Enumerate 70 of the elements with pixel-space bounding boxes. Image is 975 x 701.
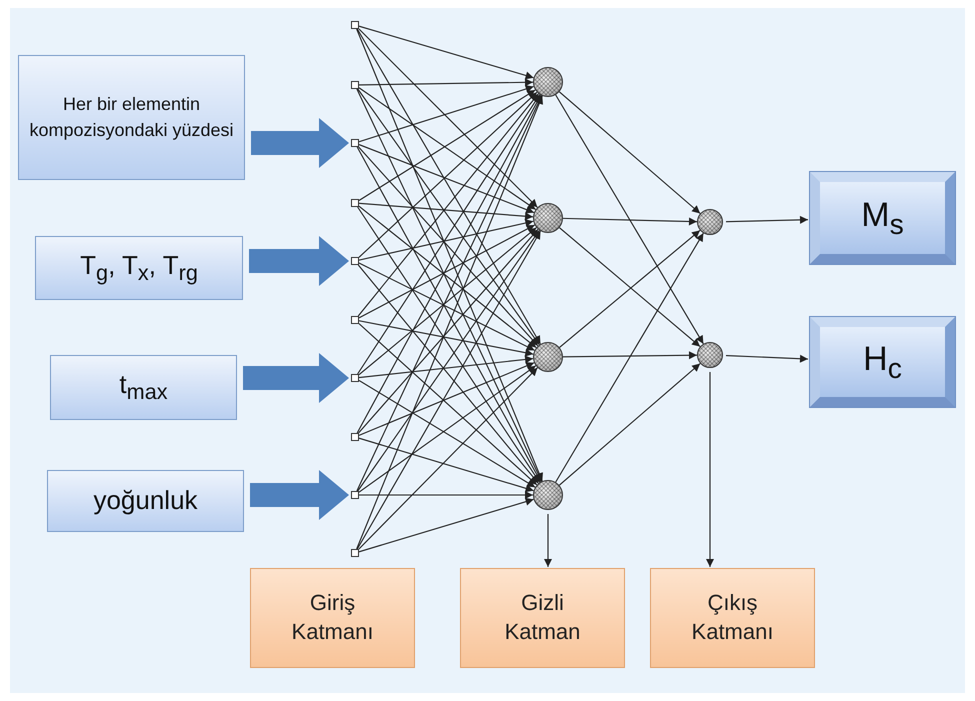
layer-label-box — [650, 568, 815, 668]
arrow — [544, 514, 552, 567]
block-arrow — [250, 470, 349, 520]
layer-name: Giriş Katmanı — [290, 589, 374, 646]
arrow — [555, 94, 704, 344]
arrow — [358, 498, 534, 552]
arrow — [358, 362, 534, 436]
arrow — [358, 380, 536, 488]
layer-name: Gizli Katman — [504, 589, 582, 646]
arrow — [726, 354, 808, 363]
arrow — [358, 264, 539, 484]
arrow — [358, 323, 538, 486]
arrow — [356, 146, 542, 482]
output-box — [810, 172, 955, 264]
arrow — [358, 367, 538, 550]
arrow — [358, 438, 534, 492]
layer-name: Çıkış Katmanı — [690, 589, 774, 646]
input-node-square — [351, 81, 359, 89]
arrow — [358, 219, 534, 261]
arrow — [358, 85, 534, 142]
input-node-square — [351, 491, 359, 499]
arrow — [358, 228, 538, 434]
input-node-square — [351, 549, 359, 557]
arrow — [358, 206, 537, 348]
input-node-square — [351, 433, 359, 441]
arrow — [358, 28, 538, 208]
node-label: H$_{c}$ — [862, 338, 903, 386]
input-node-square — [351, 257, 359, 265]
block-arrow — [251, 118, 349, 168]
node-label: T$_{g}$, T$_{x}$, T$_{rg}$ — [79, 248, 199, 287]
block-arrow — [249, 236, 349, 286]
arrow — [358, 202, 534, 220]
node-label: yoğunluk — [92, 484, 199, 518]
arrow — [726, 216, 808, 224]
arrow — [358, 224, 535, 318]
node-label: t$_{max}$ — [118, 368, 169, 406]
arrow — [358, 92, 538, 258]
arrow — [358, 146, 538, 346]
arrow — [559, 363, 701, 486]
input-node-square — [351, 21, 359, 29]
input-box — [35, 236, 243, 300]
arrow — [358, 365, 536, 493]
arrow — [563, 351, 697, 360]
input-box — [18, 55, 245, 180]
arrow — [359, 491, 533, 499]
input-node-square — [351, 139, 359, 147]
layer-label-box — [250, 568, 415, 668]
input-node-square — [351, 199, 359, 207]
node-label: M$_{s}$ — [860, 194, 905, 242]
arrow — [358, 356, 534, 378]
arrow — [358, 144, 534, 214]
arrow — [358, 227, 537, 376]
arrow — [358, 26, 534, 80]
arrow — [356, 28, 541, 344]
node-label: Her bir elementin kompozisyondaki yüzdesi — [28, 93, 235, 142]
arrow — [358, 262, 535, 351]
arrow — [359, 78, 533, 86]
arrow — [356, 230, 541, 550]
input-box — [47, 470, 244, 532]
layer-label-box — [460, 568, 625, 668]
output-box — [810, 317, 955, 407]
arrow — [358, 320, 534, 357]
arrow — [559, 91, 701, 214]
arrow — [562, 217, 698, 226]
input-box — [50, 355, 237, 420]
arrow — [706, 372, 714, 567]
input-node-square — [351, 316, 359, 324]
input-node-square — [351, 374, 359, 382]
arrow — [555, 232, 704, 482]
block-arrow — [243, 353, 349, 403]
